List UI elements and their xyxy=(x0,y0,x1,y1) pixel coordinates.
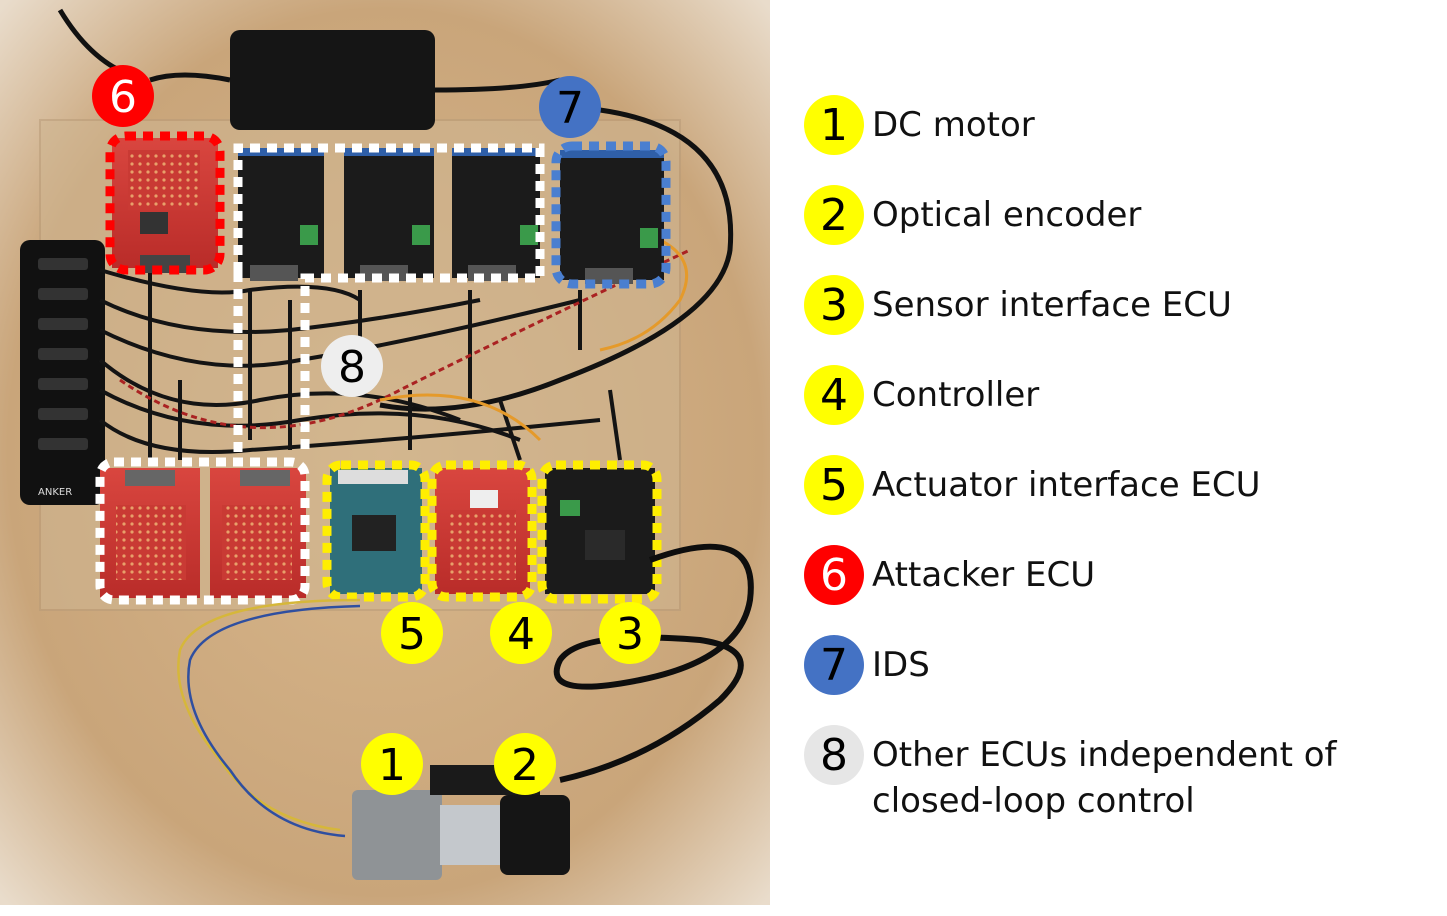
attacker-ecu-chip xyxy=(140,212,168,234)
legend-item-sensor-interface-ecu: 3 Sensor interface ECU xyxy=(804,275,1232,335)
legend-item-other-ecus: 8 Other ECUs independent of closed-loop … xyxy=(804,725,1392,824)
legend-badge: 7 xyxy=(804,635,864,695)
legend-badge: 8 xyxy=(804,725,864,785)
badge-controller-4: 4 xyxy=(490,602,552,664)
legend-label: Actuator interface ECU xyxy=(872,465,1261,505)
actuator-ecu-board xyxy=(330,468,422,594)
badge-sensor-3: 3 xyxy=(599,602,661,664)
testbed-illustration: ANKER xyxy=(0,0,770,905)
legend-badge: 4 xyxy=(804,365,864,425)
usb-hub-brand: ANKER xyxy=(38,487,72,498)
cable xyxy=(379,107,734,412)
legend-item-actuator-interface-ecu: 5 Actuator interface ECU xyxy=(804,455,1261,515)
other-ecu-board-top-1 xyxy=(238,148,324,281)
other-ecu-board-bottom-2 xyxy=(210,468,306,598)
motor-wire xyxy=(187,604,361,838)
other-ecus-bottom-outline xyxy=(95,457,310,605)
sensor-interface-outline xyxy=(537,460,662,604)
svg-text:6: 6 xyxy=(109,72,137,123)
badge-other-8: 8 xyxy=(321,335,383,397)
testbed-photo: ANKER xyxy=(0,0,770,905)
sensor-wire xyxy=(599,238,689,352)
badge-encoder-2: 2 xyxy=(494,733,556,795)
legend-badge: 6 xyxy=(804,545,864,605)
svg-text:7: 7 xyxy=(556,83,584,134)
legend-label: Controller xyxy=(872,375,1040,415)
power-cable xyxy=(149,72,561,93)
legend-item-controller: 4 Controller xyxy=(804,365,1039,425)
actuator-ecu-outline xyxy=(322,460,430,602)
legend-label: IDS xyxy=(872,645,930,685)
encoder-cable xyxy=(553,543,754,783)
attacker-ecu-outline xyxy=(105,131,225,275)
legend-item-ids: 7 IDS xyxy=(804,635,930,695)
usb-hub-ports xyxy=(38,258,88,450)
legend-badge: 3 xyxy=(804,275,864,335)
ids-board xyxy=(560,150,664,284)
svg-text:1: 1 xyxy=(378,740,406,791)
legend-item-dc-motor: 1 DC motor xyxy=(804,95,1035,155)
legend-badge: 2 xyxy=(804,185,864,245)
legend-label: Attacker ECU xyxy=(872,555,1096,595)
can-twisted-pair xyxy=(119,248,691,430)
svg-text:4: 4 xyxy=(507,609,535,660)
motor-wire xyxy=(177,598,361,832)
power-adapter xyxy=(230,30,435,130)
cable-bundle xyxy=(98,268,622,461)
attacker-ecu-protogrid xyxy=(128,150,200,210)
legend-badge: 5 xyxy=(804,455,864,515)
legend-item-optical-encoder: 2 Optical encoder xyxy=(804,185,1141,245)
other-ecus-outline xyxy=(233,143,545,455)
badge-ids-7: 7 xyxy=(539,76,601,138)
other-ecu-board-bottom-1 xyxy=(100,468,200,598)
legend-item-attacker-ecu: 6 Attacker ECU xyxy=(804,545,1095,605)
other-ecu-board-top-3 xyxy=(452,148,540,281)
svg-text:2: 2 xyxy=(511,740,539,791)
badge-actuator-5: 5 xyxy=(381,602,443,664)
legend-label: DC motor xyxy=(872,105,1035,145)
can-twisted-pair xyxy=(379,393,542,442)
svg-text:8: 8 xyxy=(338,342,366,393)
other-ecu-board-top-2 xyxy=(344,148,434,281)
legend-label: Sensor interface ECU xyxy=(872,285,1232,325)
usb-hub xyxy=(20,240,105,505)
legend-label: Other ECUs independent of closed-loop co… xyxy=(872,735,1337,821)
controller-outline xyxy=(427,460,537,602)
sensor-interface-board xyxy=(545,468,655,594)
ids-outline xyxy=(551,141,671,289)
badge-motor-1: 1 xyxy=(361,733,423,795)
db9-connector xyxy=(140,255,190,273)
badge-attacker-6: 6 xyxy=(92,65,154,127)
legend-badge: 1 xyxy=(804,95,864,155)
svg-text:5: 5 xyxy=(398,609,426,660)
legend-label: Optical encoder xyxy=(872,195,1142,235)
controller-board xyxy=(435,468,530,594)
svg-text:3: 3 xyxy=(616,609,644,660)
